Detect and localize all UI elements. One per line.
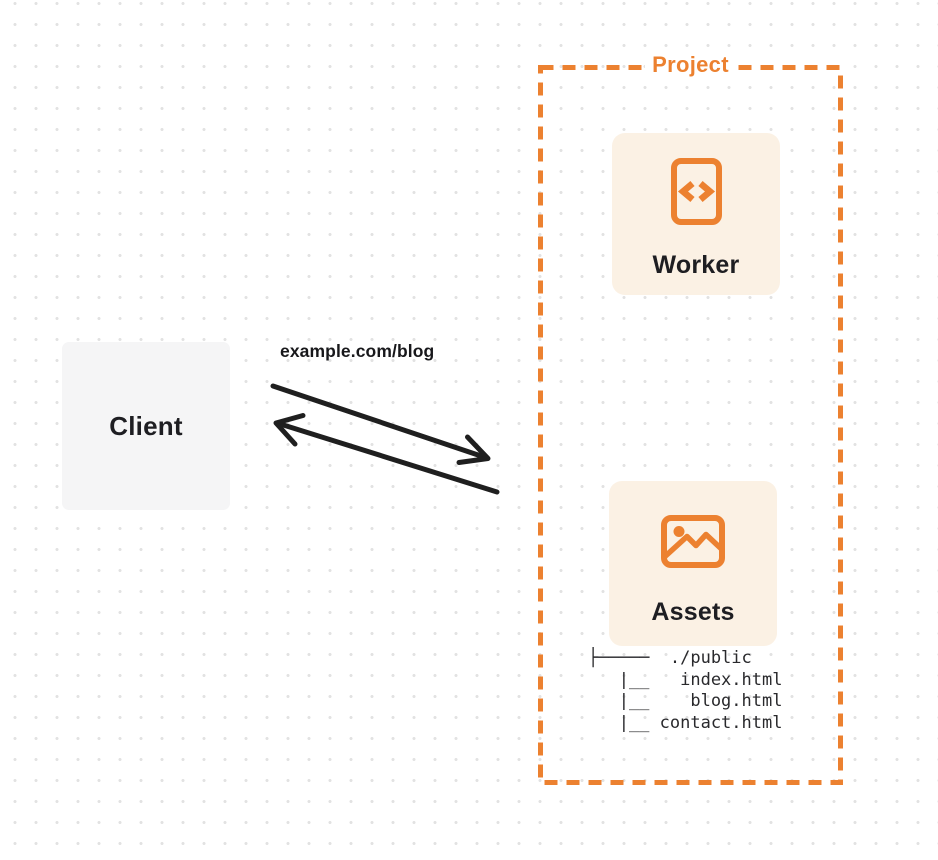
assets-label: Assets (651, 598, 735, 626)
worker-node: Worker (612, 133, 780, 295)
project-boundary-border (538, 65, 843, 785)
request-arrowhead-icon (456, 434, 491, 465)
request-arrow-line (270, 383, 490, 461)
project-label: Project (538, 53, 843, 80)
file-tree-line-contact: |__ contact.html (588, 712, 783, 733)
response-arrow-line (274, 420, 500, 495)
client-node: Client (62, 342, 230, 510)
response-arrowhead-icon (273, 413, 306, 447)
file-tree-line-blog: |__ blog.html (588, 691, 783, 711)
file-tree-line-index: |__ index.html (588, 669, 783, 690)
request-url-label: example.com/blog (280, 341, 435, 361)
image-icon (661, 515, 725, 568)
assets-file-tree: ├───── ./public |__ index.html |__ blog.… (588, 648, 782, 734)
assets-node: Assets (609, 481, 777, 646)
client-label: Client (109, 410, 183, 441)
file-tree-line-public: ├───── ./public (588, 648, 752, 668)
worker-label: Worker (652, 251, 740, 279)
code-document-icon (670, 158, 722, 225)
